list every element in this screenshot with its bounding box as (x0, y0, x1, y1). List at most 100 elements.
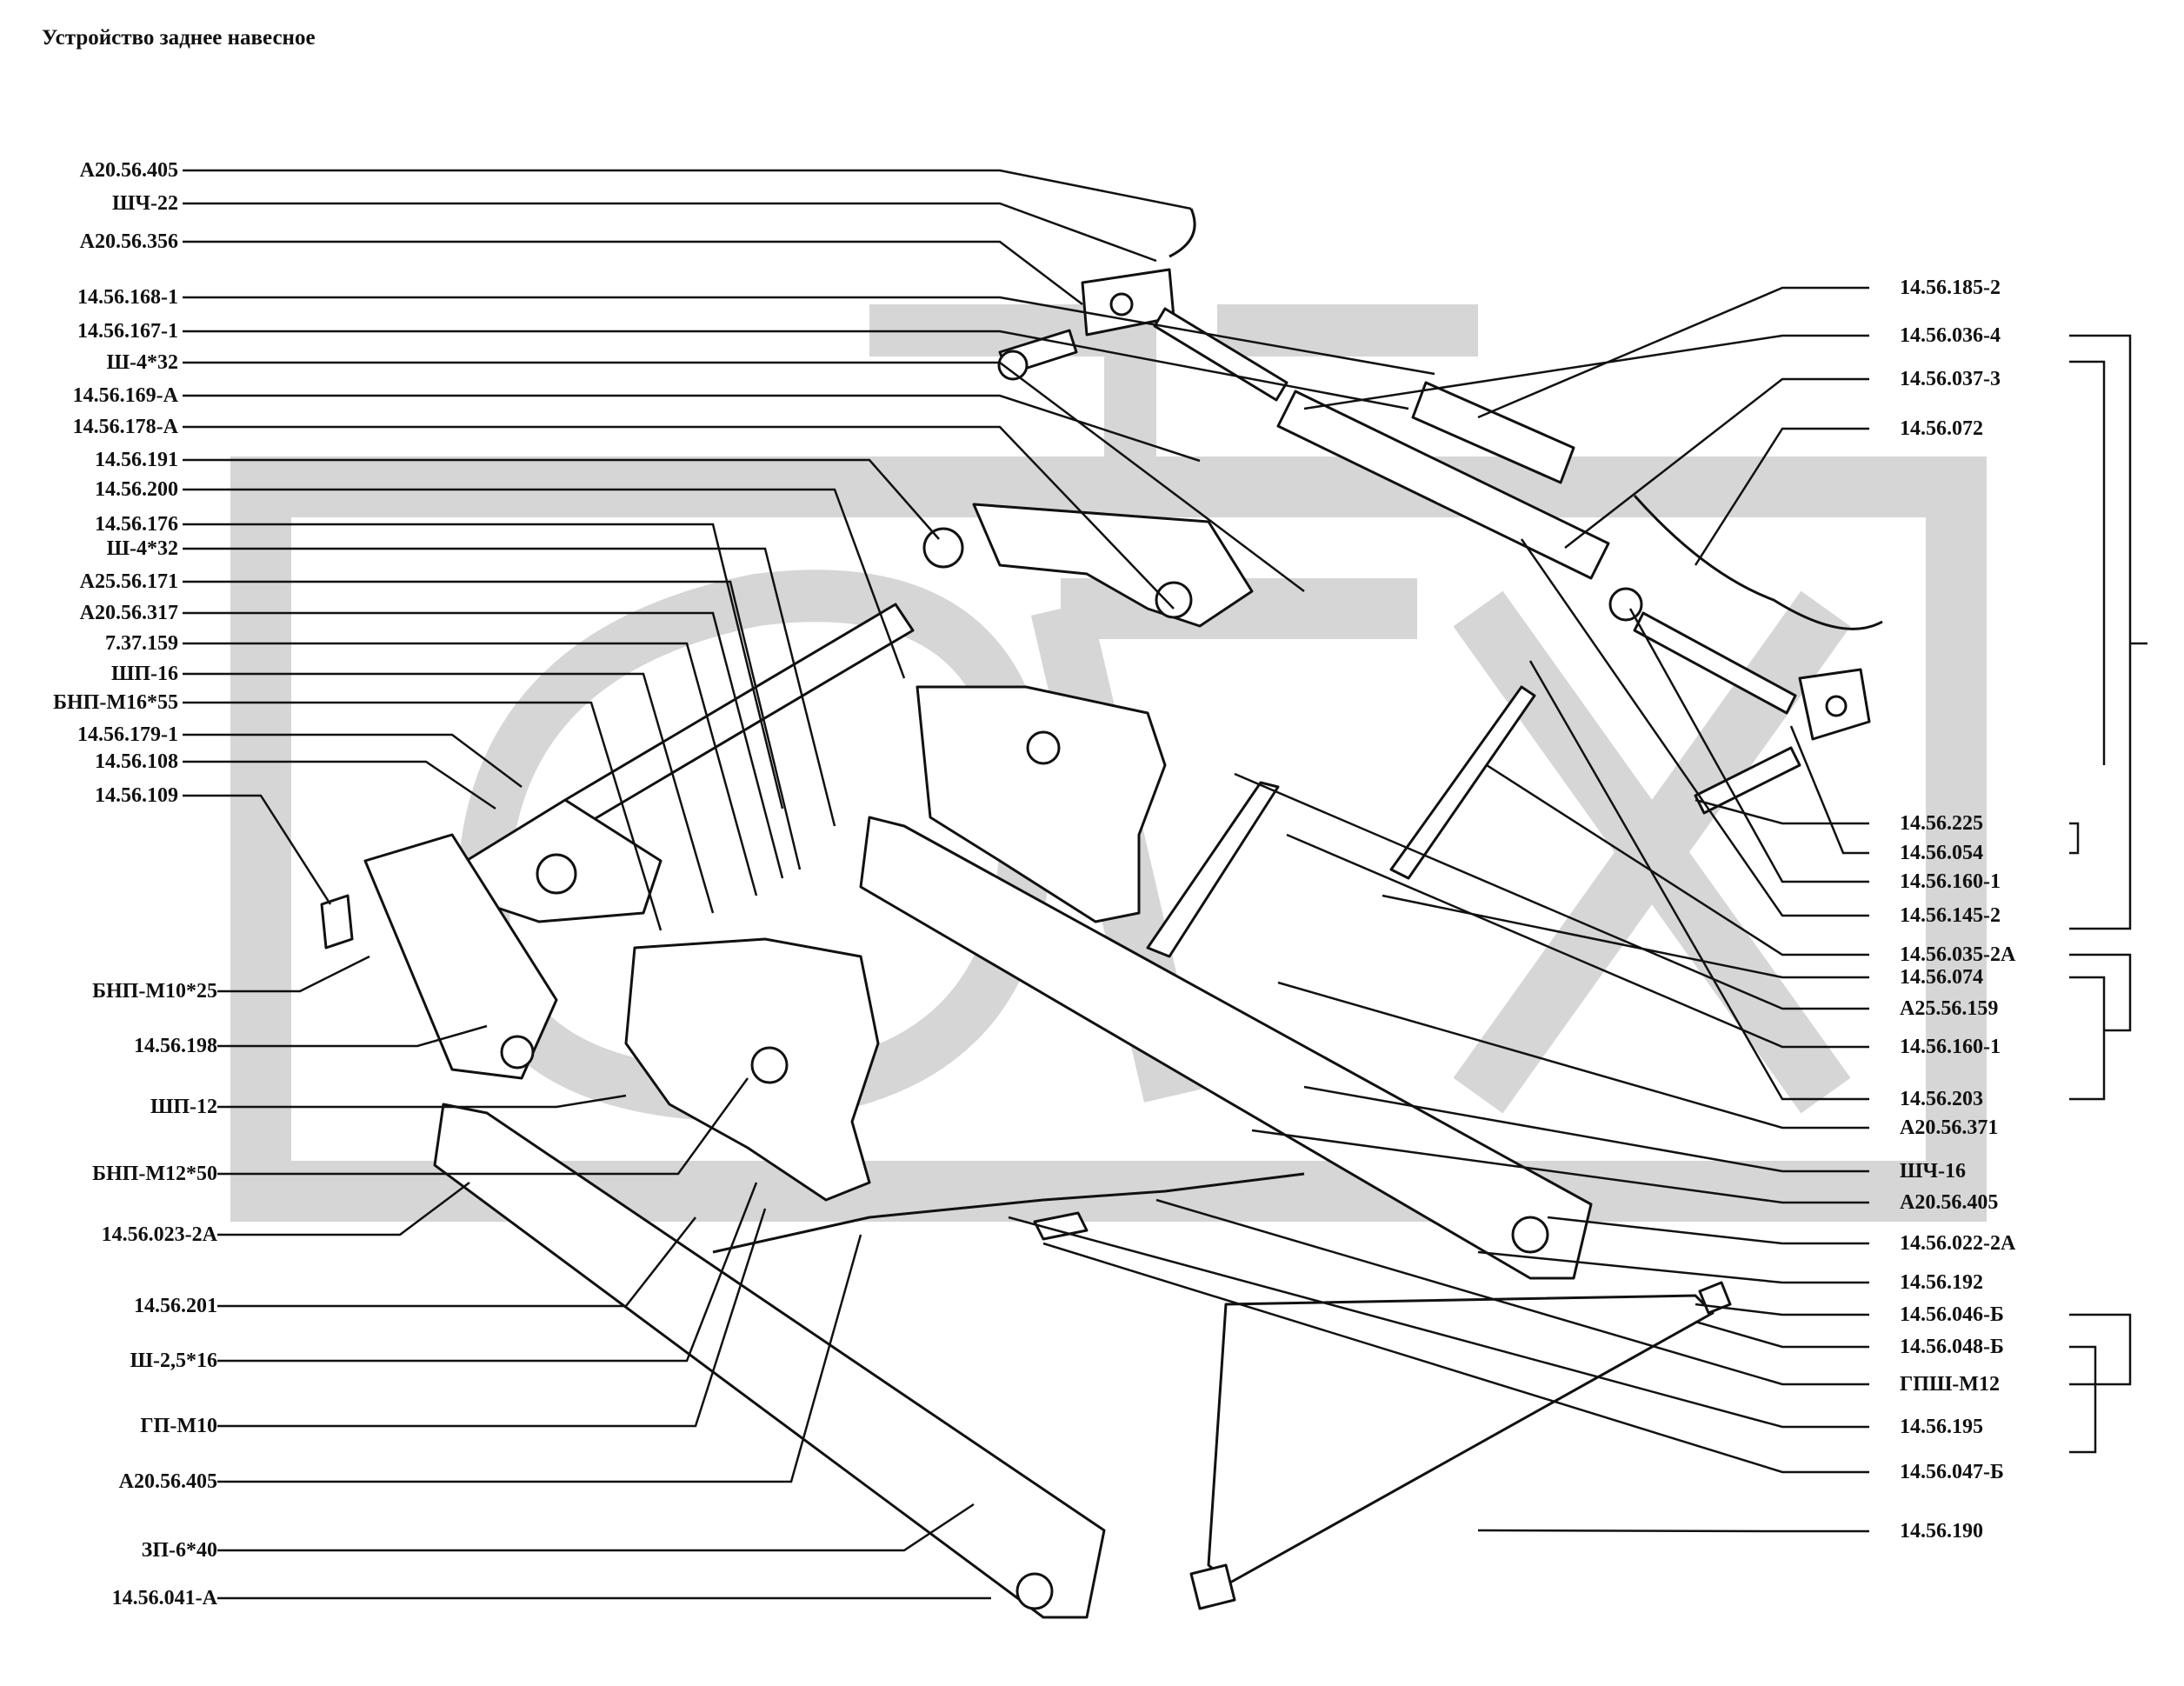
upper-link-thread-right (1633, 611, 1797, 715)
part-label-left-25: 14.56.201 (134, 1295, 217, 1317)
part-label-left-26: Ш-2,5*16 (130, 1349, 217, 1372)
callout-right-16 (1547, 1216, 1869, 1245)
callout-right-12 (1528, 660, 1869, 1101)
part-label-left-21: 14.56.198 (134, 1035, 217, 1057)
drawbar-pin-left (1189, 1563, 1236, 1610)
right-lift-rod (1146, 781, 1280, 958)
part-label-right-6: 14.56.160-1 (1900, 870, 2001, 893)
part-label-right-3: 14.56.072 (1900, 417, 1983, 440)
callout-left-7 (183, 425, 1175, 610)
chain-right (1633, 495, 1883, 630)
drawbar (1207, 1294, 1715, 1584)
callout-right-18 (1695, 1303, 1869, 1316)
callout-left-1 (183, 202, 1157, 263)
left-plate (320, 894, 354, 950)
part-label-left-27: ГП-М10 (140, 1415, 217, 1437)
upper-bracket (916, 685, 1167, 923)
callout-right-2 (1564, 377, 1869, 549)
callout-right-10 (1234, 772, 1869, 1010)
left-lift-arm-hole (536, 853, 577, 895)
part-label-left-6: 14.56.169-А (72, 384, 178, 407)
part-label-right-16: 14.56.022-2А (1900, 1232, 2016, 1255)
callout-right-9 (1382, 894, 1869, 979)
callout-left-4 (183, 330, 1409, 410)
part-label-right-8: 14.56.035-2А (1900, 943, 2016, 966)
watermark-frame (230, 456, 1987, 1222)
left-lever (363, 833, 558, 1080)
callout-left-21 (217, 1024, 488, 1048)
part-label-right-23: 14.56.190 (1900, 1520, 1983, 1543)
callout-left-16 (183, 701, 663, 931)
part-label-left-5: Ш-4*32 (106, 351, 178, 374)
callout-left-23 (217, 1077, 749, 1176)
callout-left-27 (217, 1208, 767, 1428)
upper-pin-head (997, 350, 1029, 381)
callout-right-20 (1155, 1198, 1869, 1386)
part-label-right-11: 14.56.160-1 (1900, 1036, 2001, 1058)
callout-right-1 (1303, 334, 1869, 410)
turnbuckle (1033, 1211, 1089, 1241)
callout-left-11 (183, 547, 836, 827)
part-label-right-19: 14.56.048-Б (1900, 1336, 2004, 1358)
bracket-group-1b (2069, 360, 2106, 765)
callout-left-28 (217, 1234, 862, 1483)
part-label-right-9: 14.56.074 (1900, 966, 1983, 989)
part-label-left-14: 7.37.159 (105, 632, 178, 655)
callout-left-0 (183, 169, 1192, 210)
part-label-left-17: 14.56.179-1 (77, 723, 178, 746)
callout-lines (183, 169, 2147, 1600)
callout-right-3 (1694, 427, 1869, 566)
part-label-left-22: ШП-12 (150, 1096, 217, 1118)
part-label-left-19: 14.56.109 (95, 784, 178, 807)
callout-left-5 (183, 361, 1305, 592)
callout-left-20 (217, 955, 370, 993)
upper-link-head-hole (1109, 292, 1134, 317)
callout-left-3 (183, 296, 1435, 376)
callout-left-10 (183, 523, 784, 810)
lower-right-pin (1694, 746, 1801, 815)
callout-right-6 (1628, 608, 1869, 883)
part-label-right-15: А20.56.405 (1900, 1191, 1999, 1214)
callout-right-11 (1286, 833, 1869, 1049)
part-label-left-3: 14.56.168-1 (77, 286, 178, 309)
callout-right-13 (1277, 981, 1869, 1130)
part-label-left-11: Ш-4*32 (106, 537, 178, 560)
callout-left-17 (183, 733, 523, 788)
part-label-left-16: БНП-М16*55 (53, 691, 178, 714)
bracket-group-1 (2069, 334, 2147, 930)
part-label-right-7: 14.56.145-2 (1900, 904, 2001, 927)
part-label-right-22: 14.56.047-Б (1900, 1461, 2004, 1483)
callout-left-6 (183, 394, 1201, 463)
bracket-group-2 (2069, 822, 2080, 855)
part-label-right-1: 14.56.036-4 (1900, 324, 2001, 347)
part-label-left-15: ШП-16 (110, 663, 178, 685)
part-label-right-18: 14.56.046-Б (1900, 1303, 2004, 1326)
part-label-left-28: А20.56.405 (118, 1470, 217, 1493)
part-label-right-20: ГПШ-М12 (1900, 1373, 2000, 1396)
callout-left-12 (183, 580, 802, 870)
part-label-right-12: 14.56.203 (1900, 1088, 1983, 1110)
callout-left-24 (217, 1182, 470, 1236)
callout-right-23 (1477, 1529, 1869, 1533)
callout-right-5 (1789, 725, 1869, 855)
part-label-left-18: 14.56.108 (95, 750, 178, 773)
upper-link-nut (1608, 587, 1643, 622)
callout-right-15 (1251, 1129, 1869, 1204)
part-label-left-23: БНП-М12*50 (92, 1163, 217, 1185)
screw-rod (1389, 685, 1536, 880)
bush-ring (922, 527, 964, 569)
lower-bracket-hole (750, 1046, 789, 1084)
callout-right-8 (1486, 763, 1869, 956)
part-label-left-1: ШЧ-22 (112, 192, 178, 215)
callout-left-25 (217, 1216, 696, 1308)
upper-link-pin (1411, 381, 1575, 484)
right-lower-link-eye (1511, 1216, 1549, 1254)
callout-left-18 (183, 760, 496, 810)
right-lift-arm-hole (1155, 581, 1193, 619)
part-label-left-2: А20.56.356 (79, 230, 178, 253)
part-label-left-4: 14.56.167-1 (77, 320, 178, 343)
part-label-right-10: А25.56.159 (1900, 997, 1999, 1020)
callout-left-2 (183, 240, 1083, 305)
part-label-left-29: ЗП-6*40 (141, 1539, 217, 1562)
